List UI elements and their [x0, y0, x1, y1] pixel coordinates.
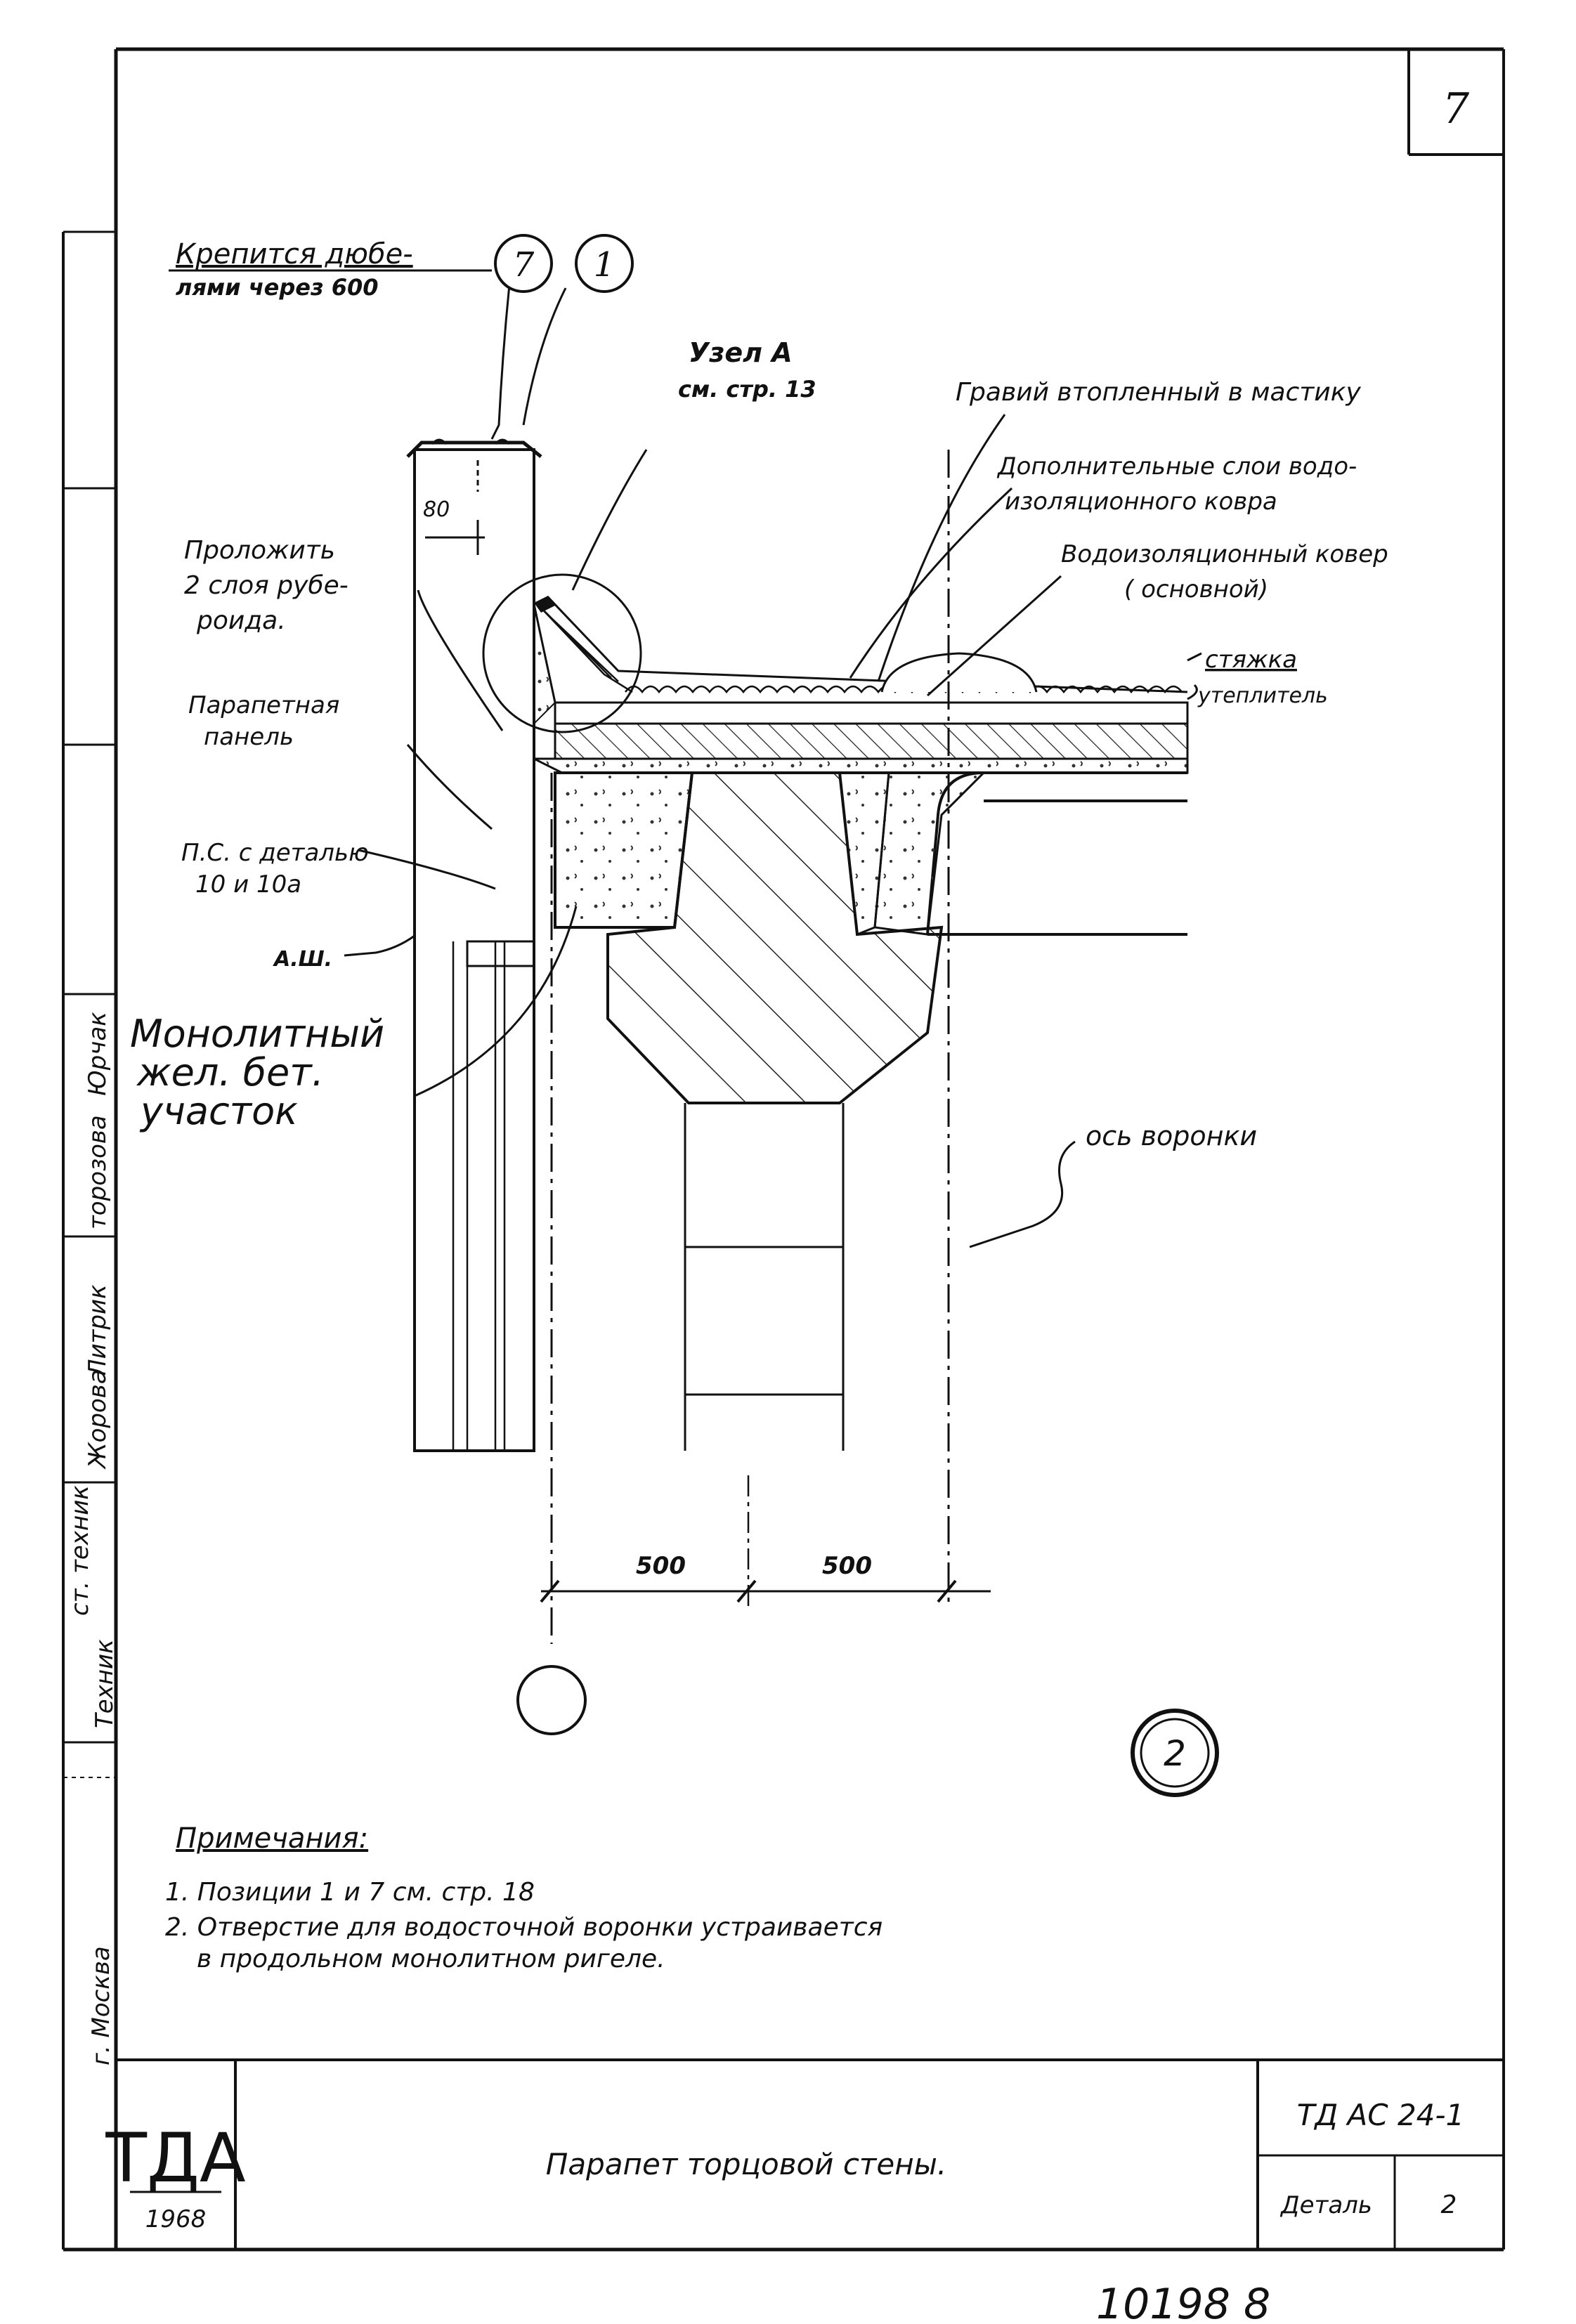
main-carpet-label-2: ( основной): [1124, 575, 1268, 603]
ash-label: А.Ш.: [273, 947, 332, 972]
marker-1: 1: [575, 234, 634, 293]
funnel-axis-label: ось воронки: [1086, 1121, 1257, 1151]
svg-text:2: 2: [1164, 1733, 1186, 1774]
parapet-label: Парапетная: [188, 691, 339, 719]
main-carpet-label: Водоизоляционный ковер: [1061, 540, 1388, 568]
gravel-label: Гравий втопленный в мастику: [956, 378, 1361, 407]
ps-label: П.С. с деталью: [181, 839, 369, 867]
svg-text:Литрик: Литрик: [84, 1284, 112, 1378]
dim-80: 80: [423, 497, 450, 522]
svg-text:7: 7: [513, 245, 535, 285]
drawing-title: Парапет торцовой стены.: [546, 2147, 946, 2181]
extra-layers-label: Дополнительные слои водо-: [996, 452, 1357, 481]
parapet-label-2: панель: [204, 723, 294, 751]
parapet-panel: [406, 438, 542, 1452]
year: 1968: [145, 2205, 207, 2233]
svg-text:торозова: торозова: [84, 1115, 112, 1229]
svg-text:1: 1: [594, 245, 616, 285]
note-2: 2. Отверстие для водосточной воронки уст…: [165, 1913, 883, 1942]
node-a-ref: см. стр. 13: [678, 376, 816, 403]
axes-dimensions: [425, 450, 991, 1735]
notes: Примечания: 1. Позиции 1 и 7 см. стр. 18…: [165, 1822, 883, 1973]
sheet-frame: [62, 47, 1505, 2252]
lay-label-2: 2 слоя рубе-: [184, 571, 349, 600]
svg-text:Юрчак: Юрчак: [84, 1012, 112, 1096]
side-stamp: торозова Юрчак Жорова Литрик ст. техник …: [66, 1012, 119, 2065]
dim-500-right: 500: [822, 1552, 872, 1580]
svg-text:Жорова: Жорова: [84, 1369, 112, 1470]
fastening-label-2: лями через 600: [176, 274, 379, 301]
marker-7: 7: [494, 234, 553, 293]
roof-section: [533, 596, 1189, 1451]
insulation-label: утеплитель: [1197, 684, 1328, 708]
svg-text:Техник: Техник: [91, 1639, 119, 1728]
archive-stamp: 10198 8: [1096, 2280, 1270, 2324]
annotations: 7 Крепится дюбе- лями через 600 Узел А с…: [130, 84, 1470, 1580]
node-a-label: Узел А: [689, 337, 793, 368]
mono-label-2: жел. бет.: [136, 1050, 324, 1095]
detail-label: Деталь: [1279, 2191, 1372, 2219]
title-block: ТДА 1968 Парапет торцовой стены. ТД АС 2…: [105, 2098, 1464, 2233]
lay-label-3: роида.: [196, 606, 286, 635]
org-logo: ТДА: [105, 2119, 245, 2198]
screed-label: стяжка: [1205, 646, 1297, 674]
dim-500-left: 500: [636, 1552, 686, 1580]
svg-text:г. Москва: г. Москва: [87, 1946, 115, 2065]
note-1: 1. Позиции 1 и 7 см. стр. 18: [165, 1878, 535, 1907]
sheet-number: 7: [1443, 84, 1470, 133]
note-3: в продольном монолитном ригеле.: [197, 1945, 665, 1973]
mono-label: Монолитный: [130, 1012, 384, 1056]
leader-lines: [344, 284, 1202, 1248]
notes-title: Примечания:: [176, 1822, 368, 1855]
detail-number: 2: [1441, 2191, 1457, 2219]
drawing-code: ТД АС 24-1: [1297, 2098, 1465, 2132]
extra-layers-label-2: изоляционного ковра: [1005, 488, 1277, 516]
svg-text:ст. техник: ст. техник: [66, 1485, 94, 1616]
ps-label-2: 10 и 10а: [195, 870, 301, 899]
fastening-label: Крепится дюбе-: [176, 238, 413, 270]
callout-circle: 2: [1131, 1709, 1219, 1797]
lay-label: Проложить: [184, 536, 335, 565]
mono-label-3: участок: [139, 1089, 298, 1133]
